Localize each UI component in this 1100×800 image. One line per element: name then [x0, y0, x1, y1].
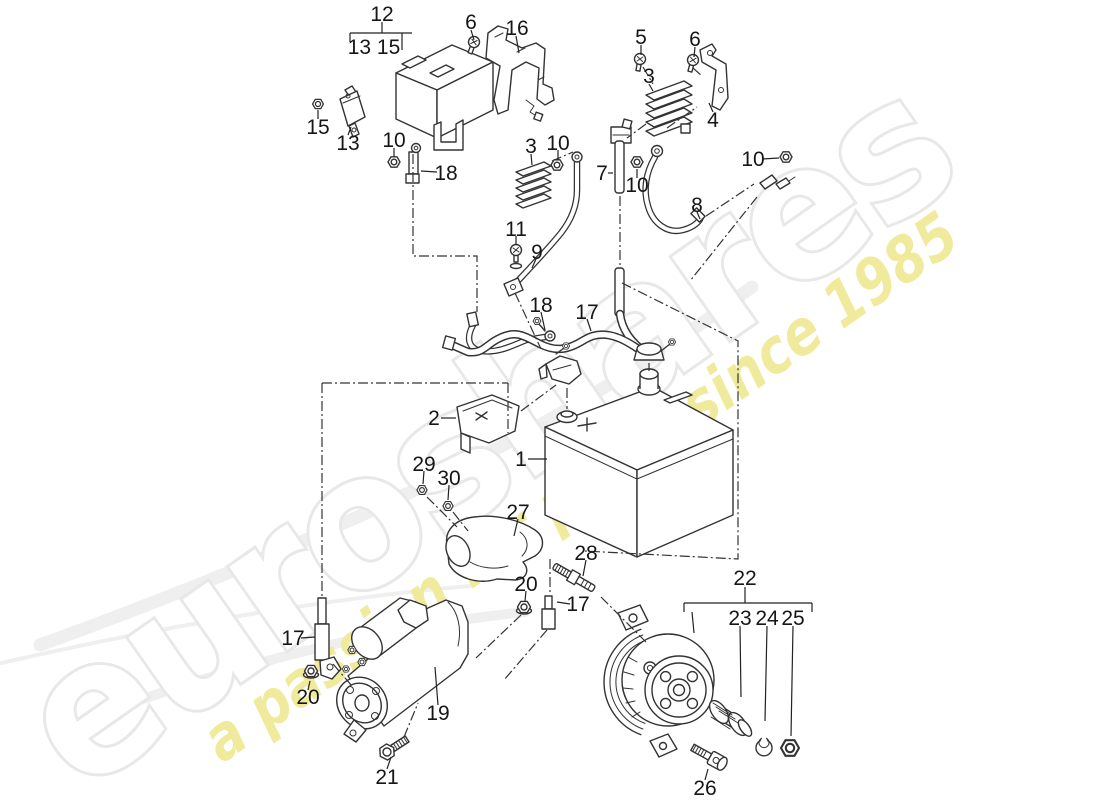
- nut-15: [311, 98, 325, 110]
- callout-20: 20: [296, 686, 319, 709]
- callout-27: 27: [506, 501, 529, 524]
- relay-3-mid: [515, 161, 552, 209]
- callout-10: 10: [546, 132, 569, 155]
- nut-29: [416, 484, 428, 496]
- screw-6-right: [683, 52, 701, 74]
- callout-8: 8: [691, 194, 703, 217]
- callout-10: 10: [741, 148, 764, 171]
- spacer-17-right: [541, 595, 556, 630]
- callout-17: 17: [281, 627, 304, 650]
- leader-lines: [300, 22, 813, 781]
- bracket-4: [699, 43, 729, 111]
- bolt-26: [690, 743, 728, 771]
- callout-7: 7: [596, 162, 608, 185]
- callout-2: 2: [428, 407, 440, 430]
- callout-10: 10: [625, 174, 648, 197]
- callout-11: 11: [505, 218, 527, 241]
- callout-16: 16: [505, 17, 528, 40]
- callout-3: 3: [525, 135, 537, 158]
- callout-1: 1: [515, 448, 527, 471]
- callout-13-15: 13 15: [348, 36, 401, 59]
- callout-12: 12: [370, 3, 393, 26]
- cable-9: [503, 151, 583, 297]
- bracket-16: [485, 25, 555, 122]
- rod-28: [552, 563, 596, 592]
- artwork: [302, 25, 801, 771]
- cable-17: [441, 330, 646, 357]
- callout-15: 15: [306, 116, 329, 139]
- nut-10-b: [550, 159, 564, 171]
- callout-17: 17: [575, 301, 598, 324]
- callout-25: 25: [781, 607, 804, 630]
- nut-20-right: [515, 600, 533, 615]
- pulley-23: [708, 699, 753, 737]
- positive-terminal: [637, 368, 661, 396]
- nut-10-d: [779, 151, 793, 163]
- fuse-holder: [339, 85, 366, 138]
- callout-18: 18: [529, 294, 552, 317]
- alternator: [603, 604, 715, 758]
- cable-lug: [319, 656, 342, 680]
- callout-22: 22: [733, 567, 756, 590]
- callout-21: 21: [375, 766, 398, 789]
- air-duct-27: [445, 515, 544, 582]
- callout-5: 5: [635, 26, 647, 49]
- positive-clamp: [633, 338, 677, 361]
- screw-11: [509, 243, 523, 270]
- callout-24: 24: [755, 607, 779, 630]
- bolt-21: [379, 735, 410, 761]
- callout-3: 3: [643, 65, 655, 88]
- callout-29: 29: [412, 453, 435, 476]
- cable-8: [642, 144, 796, 235]
- nut-10-a: [387, 156, 401, 168]
- nut-30: [442, 500, 454, 512]
- nut-25: [779, 739, 801, 757]
- callout-4: 4: [707, 109, 719, 132]
- cover-2: [456, 394, 520, 454]
- callout-20: 20: [514, 573, 537, 596]
- callout-18: 18: [434, 162, 457, 185]
- callout-19: 19: [426, 702, 449, 725]
- control-unit: [395, 44, 494, 151]
- callout-23: 23: [728, 607, 751, 630]
- callout-28: 28: [574, 542, 597, 565]
- relay-3-top: [645, 80, 693, 137]
- negative-terminal-clamp: [538, 342, 582, 385]
- callout-26: 26: [693, 777, 716, 800]
- circlip-24: [755, 737, 773, 757]
- callout-6: 6: [689, 28, 701, 51]
- callout-13: 13: [336, 132, 359, 155]
- callout-30: 30: [437, 467, 460, 490]
- nut-10-c: [630, 156, 644, 168]
- callout-10: 10: [382, 129, 405, 152]
- callout-6: 6: [465, 11, 477, 34]
- reference-lines: [321, 66, 758, 738]
- callout-17: 17: [566, 593, 589, 616]
- callout-9: 9: [531, 241, 543, 264]
- battery: [544, 338, 734, 558]
- starter-motor: [336, 597, 469, 743]
